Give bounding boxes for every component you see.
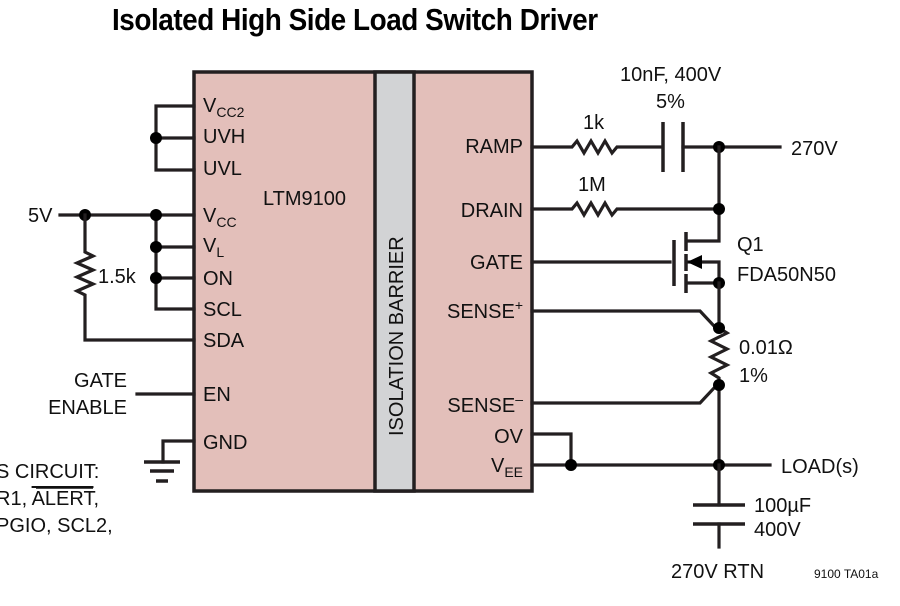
drain-network — [530, 145, 725, 243]
pullup-resistor-label: 1.5k — [98, 266, 137, 288]
return-label: 270V RTN — [671, 561, 764, 583]
gate-enable-label-1: GATE — [74, 370, 127, 392]
pin-sense-minus: SENSE– — [447, 391, 523, 417]
junction-dot — [565, 459, 577, 471]
load-label: LOAD(s) — [781, 456, 859, 478]
note-line-3: PGIO, SCL2, — [0, 515, 113, 537]
pin-drain: DRAIN — [461, 200, 523, 222]
pin-ov: OV — [494, 426, 524, 448]
pin-sense-plus: SENSE+ — [447, 297, 523, 323]
pin-vcc2: VCC2 — [203, 95, 245, 120]
uv-loop-wires — [150, 104, 196, 172]
pin-gate: GATE — [470, 252, 523, 274]
junction-dot — [713, 203, 725, 215]
load-network — [530, 432, 772, 471]
pin-uvh: UVH — [203, 126, 245, 148]
pullup-resistor — [73, 213, 196, 342]
ground-symbol — [144, 439, 196, 483]
junction-dot — [713, 322, 725, 334]
isolation-barrier — [373, 70, 416, 493]
drain-resistor-label: 1M — [578, 174, 606, 196]
junction-dot — [150, 241, 162, 253]
pin-gnd: GND — [203, 432, 247, 454]
sense-resistor-value: 0.01Ω — [739, 337, 793, 359]
ic-body — [192, 70, 534, 493]
pin-sda: SDA — [203, 330, 245, 352]
output-cap-label-1: 100µF — [754, 495, 811, 517]
pin-scl: SCL — [203, 299, 242, 321]
pin-uvl: UVL — [203, 158, 242, 180]
five-volt-net — [58, 209, 196, 311]
pin-en: EN — [203, 384, 231, 406]
mosfet-part-label: FDA50N50 — [737, 264, 836, 286]
output-capacitor — [693, 463, 745, 549]
junction-dot — [150, 132, 162, 144]
gate-enable-label-2: ENABLE — [48, 397, 127, 419]
pin-ramp: RAMP — [465, 136, 523, 158]
ramp-cap-label-2: 5% — [656, 91, 685, 113]
output-cap-label-2: 400V — [754, 519, 801, 541]
note-line-1: S CIRCUIT: — [0, 461, 99, 483]
pin-vee: VEE — [491, 455, 523, 480]
ramp-resistor-label: 1k — [583, 112, 605, 134]
figure-id: 9100 TA01a — [814, 567, 879, 581]
junction-dot — [150, 272, 162, 284]
sense-network — [530, 281, 731, 467]
ic-part-name: LTM9100 — [263, 188, 346, 210]
diagram-title: Isolated High Side Load Switch Driver — [112, 2, 598, 37]
ramp-cap-label-1: 10nF, 400V — [620, 64, 722, 86]
mosfet-ref-label: Q1 — [737, 234, 764, 256]
ramp-network — [530, 122, 782, 172]
pin-on: ON — [203, 268, 233, 290]
note-line-2: R1, ALERT, — [0, 488, 99, 510]
mosfet-q1 — [530, 232, 725, 293]
sense-resistor-tolerance: 1% — [739, 365, 768, 387]
junction-dot — [150, 209, 162, 221]
isolation-barrier-label: ISOLATION BARRIER — [386, 236, 408, 436]
pin-vl: VL — [203, 235, 224, 260]
supply-270v-label: 270V — [791, 138, 838, 160]
pin-vcc: VCC — [203, 205, 237, 230]
junction-dot — [713, 379, 725, 391]
supply-5v-label: 5V — [28, 205, 53, 227]
